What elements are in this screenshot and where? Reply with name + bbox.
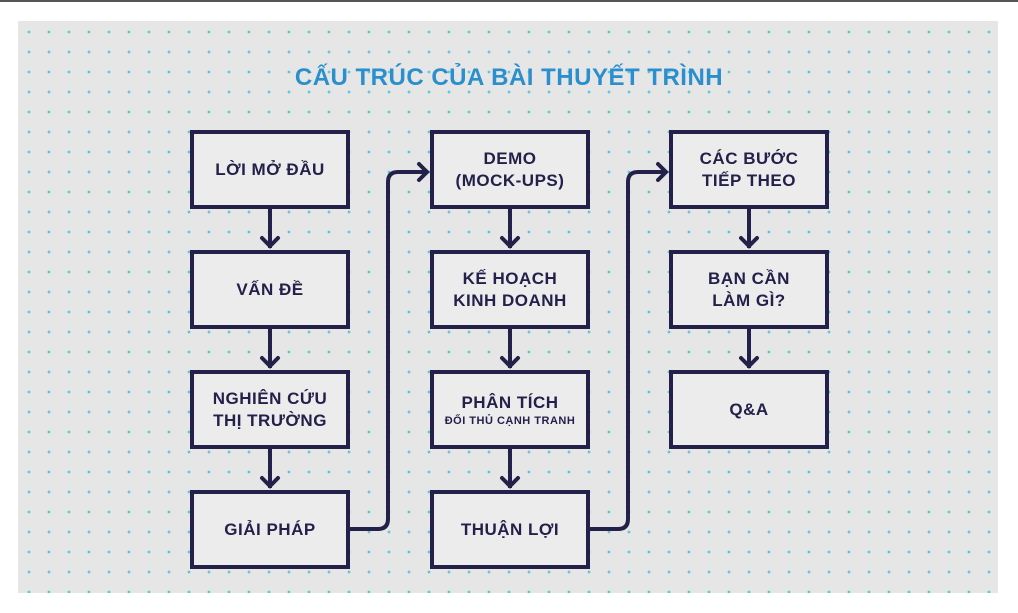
box-label: LỜI MỞ ĐẦU xyxy=(215,159,325,179)
box-label: PHÂN TÍCH xyxy=(461,392,559,412)
box-label: THUẬN LỢI xyxy=(460,519,560,539)
box-label: KẾ HOẠCH KINH DOANH xyxy=(453,268,567,310)
box-loi-mo-dau: LỜI MỞ ĐẦU xyxy=(190,130,350,209)
box-nghien-cuu-thi-truong: NGHIÊN CỨU THỊ TRƯỜNG xyxy=(190,370,350,449)
box-label: BẠN CẦN LÀM GÌ? xyxy=(708,268,790,310)
box-label: Q&A xyxy=(729,399,769,419)
box-ke-hoach-kinh-doanh: KẾ HOẠCH KINH DOANH xyxy=(430,250,590,329)
diagram-title: CẤU TRÚC CỦA BÀI THUYẾT TRÌNH xyxy=(294,64,724,91)
box-qa: Q&A xyxy=(669,370,829,449)
box-ban-can-lam-gi: BẠN CẦN LÀM GÌ? xyxy=(669,250,829,329)
box-label: DEMO (MOCK-UPS) xyxy=(455,148,565,190)
connector-col1-col2 xyxy=(350,170,428,531)
top-border xyxy=(0,0,1018,2)
box-thuan-loi: THUẬN LỢI xyxy=(430,490,590,569)
box-label: CÁC BƯỚC TIẾP THEO xyxy=(699,148,799,190)
box-label: GIẢI PHÁP xyxy=(224,519,316,539)
box-label: VẤN ĐỀ xyxy=(236,279,304,299)
box-giai-phap: GIẢI PHÁP xyxy=(190,490,350,569)
box-van-de: VẤN ĐỀ xyxy=(190,250,350,329)
connector-col2-col3 xyxy=(590,170,667,531)
box-label: NGHIÊN CỨU THỊ TRƯỜNG xyxy=(212,388,328,430)
box-cac-buoc-tiep-theo: CÁC BƯỚC TIẾP THEO xyxy=(669,130,829,209)
box-sublabel: ĐỐI THỦ CẠNH TRANH xyxy=(444,414,576,427)
box-demo: DEMO (MOCK-UPS) xyxy=(430,130,590,209)
box-phan-tich: PHÂN TÍCH ĐỐI THỦ CẠNH TRANH xyxy=(430,370,590,449)
